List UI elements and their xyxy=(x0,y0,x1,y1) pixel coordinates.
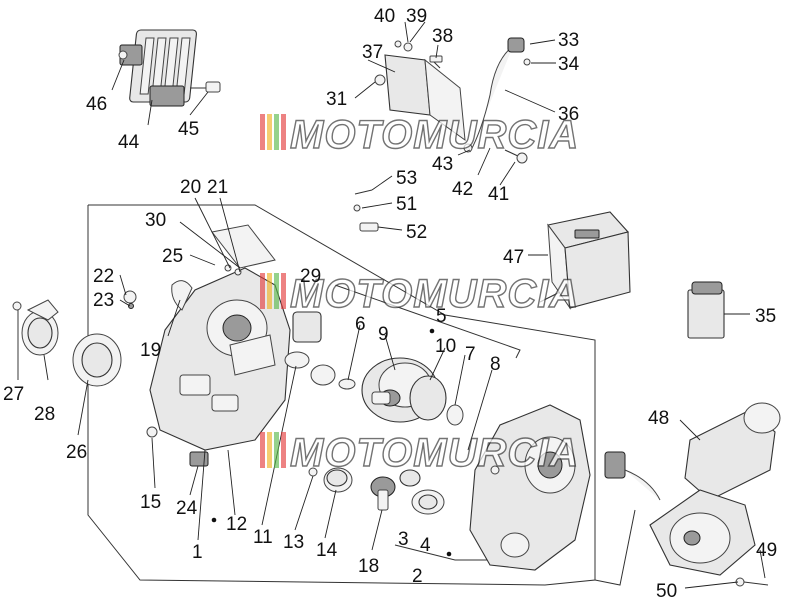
callout-13[interactable]: 13 xyxy=(283,532,304,553)
small-parts[interactable] xyxy=(146,311,356,467)
callout-27[interactable]: 27 xyxy=(3,384,24,405)
callout-40[interactable]: 40 xyxy=(374,6,395,27)
bullet-dots xyxy=(211,328,452,557)
callout-50[interactable]: 50 xyxy=(656,581,677,600)
callout-39[interactable]: 39 xyxy=(406,6,427,27)
watermark-stripe xyxy=(281,114,286,150)
callout-30[interactable]: 30 xyxy=(145,210,166,231)
watermark-stripe xyxy=(267,273,272,309)
callout-37[interactable]: 37 xyxy=(362,42,383,63)
callout-46[interactable]: 46 xyxy=(86,94,107,115)
callout-15[interactable]: 15 xyxy=(140,492,161,513)
callout-labels: 46 44 45 40 39 38 37 31 33 34 36 43 42 4… xyxy=(3,6,777,600)
callout-21[interactable]: 21 xyxy=(207,177,228,198)
cover-plates[interactable] xyxy=(12,299,122,387)
callout-1[interactable]: 1 xyxy=(192,542,203,563)
callout-28[interactable]: 28 xyxy=(34,404,55,425)
callout-6[interactable]: 6 xyxy=(355,314,366,335)
callout-24[interactable]: 24 xyxy=(176,498,198,519)
watermark-bottom: MOTOMURCIA xyxy=(260,430,579,476)
callout-47[interactable]: 47 xyxy=(503,247,524,268)
callout-14[interactable]: 14 xyxy=(316,540,338,561)
gearbox-housing[interactable] xyxy=(123,224,291,451)
assembly-frames xyxy=(87,204,636,586)
callout-45[interactable]: 45 xyxy=(178,119,199,140)
callout-11[interactable]: 11 xyxy=(253,527,273,548)
watermark-text: MOTOMURCIA xyxy=(290,431,579,475)
watermark-stripe xyxy=(274,432,279,468)
watermark-text: MOTOMURCIA xyxy=(290,272,579,316)
callout-44[interactable]: 44 xyxy=(118,132,140,153)
callout-5[interactable]: 5 xyxy=(436,306,447,327)
control-unit[interactable] xyxy=(539,211,631,310)
screw-41[interactable] xyxy=(504,149,528,164)
callout-42[interactable]: 42 xyxy=(452,179,473,200)
callout-18[interactable]: 18 xyxy=(358,556,379,577)
mounting-bracket[interactable] xyxy=(374,40,466,142)
rubber-block[interactable] xyxy=(687,281,725,339)
callout-29[interactable]: 29 xyxy=(300,266,321,287)
callout-35[interactable]: 35 xyxy=(755,306,776,327)
watermark-stripe xyxy=(281,432,286,468)
callout-34[interactable]: 34 xyxy=(558,54,580,75)
callout-3[interactable]: 3 xyxy=(398,529,409,550)
callout-48[interactable]: 48 xyxy=(648,408,669,429)
callout-33[interactable]: 33 xyxy=(558,30,579,51)
watermark-text: MOTOMURCIA xyxy=(290,113,579,157)
callout-25[interactable]: 25 xyxy=(162,246,183,267)
watermark-stripe xyxy=(281,273,286,309)
breather-pipe[interactable] xyxy=(463,37,531,153)
callout-10[interactable]: 10 xyxy=(435,336,456,357)
voltage-regulator[interactable] xyxy=(118,29,221,107)
callout-7[interactable]: 7 xyxy=(465,344,476,365)
watermark-stripe xyxy=(274,114,279,150)
callout-23[interactable]: 23 xyxy=(93,290,114,311)
outer-cover[interactable] xyxy=(469,404,591,571)
callout-49[interactable]: 49 xyxy=(756,540,777,561)
callout-51[interactable]: 51 xyxy=(396,194,417,215)
watermark-top: MOTOMURCIA xyxy=(260,112,579,158)
callout-41[interactable]: 41 xyxy=(488,184,509,205)
callout-4[interactable]: 4 xyxy=(420,535,431,556)
callout-31[interactable]: 31 xyxy=(326,89,347,110)
callout-53[interactable]: 53 xyxy=(396,168,417,189)
callout-8[interactable]: 8 xyxy=(490,354,501,375)
watermark-stripe xyxy=(260,273,265,309)
watermark-stripe xyxy=(260,114,265,150)
callout-12[interactable]: 12 xyxy=(226,514,247,535)
watermark-stripe xyxy=(260,432,265,468)
callout-22[interactable]: 22 xyxy=(93,266,114,287)
planetary-gear-assembly[interactable] xyxy=(361,357,464,426)
watermark-stripe xyxy=(267,114,272,150)
callout-26[interactable]: 26 xyxy=(66,442,87,463)
watermark-stripe xyxy=(267,432,272,468)
callout-43[interactable]: 43 xyxy=(432,154,453,175)
callout-2[interactable]: 2 xyxy=(412,566,423,587)
callout-9[interactable]: 9 xyxy=(378,324,389,345)
actuator-motor[interactable] xyxy=(604,402,781,587)
callout-52[interactable]: 52 xyxy=(406,222,427,243)
callout-38[interactable]: 38 xyxy=(432,26,453,47)
callout-19[interactable]: 19 xyxy=(140,340,161,361)
watermark-stripe xyxy=(274,273,279,309)
pinion-gears[interactable] xyxy=(308,467,445,515)
callout-20[interactable]: 20 xyxy=(180,177,201,198)
callout-36[interactable]: 36 xyxy=(558,104,579,125)
screw-set-51-53[interactable] xyxy=(353,189,379,232)
watermark-middle: MOTOMURCIA xyxy=(260,271,579,317)
